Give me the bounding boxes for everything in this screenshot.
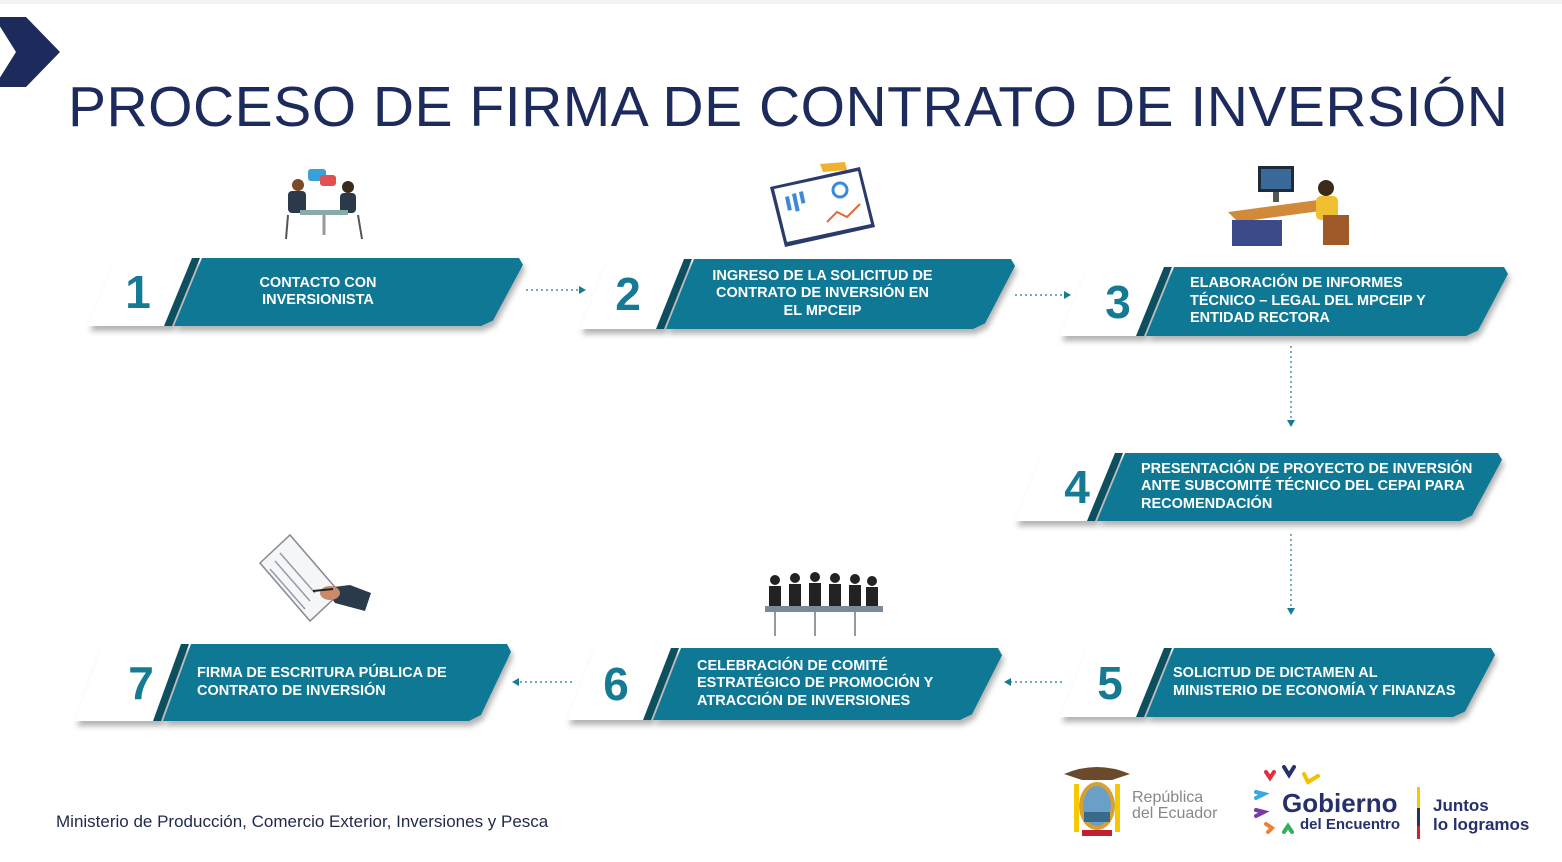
step-text: CELEBRACIÓN DE COMITÉ ESTRATÉGICO DE PRO… — [697, 657, 934, 709]
footer-ministry: Ministerio de Producción, Comercio Exter… — [56, 812, 549, 831]
signing-icon — [258, 533, 371, 623]
step-7: 7 FIRMA DE ESCRITURA PÚBLICA DE CONTRATO… — [75, 644, 511, 721]
step-6: 6 CELEBRACIÓN DE COMITÉ ESTRATÉGICO DE P… — [567, 648, 1002, 720]
top-border — [0, 0, 1562, 4]
step-text: ELABORACIÓN DE INFORMES TÉCNICO – LEGAL … — [1190, 275, 1426, 327]
meeting-icon — [285, 169, 363, 240]
gobierno-rays-icon — [1254, 765, 1320, 834]
step-1: 1 CONTACTO CON INVERSIONISTA — [88, 258, 523, 326]
desk-worker-icon — [1228, 166, 1349, 246]
republica-ecuador-text: República del Ecuador — [1132, 789, 1218, 822]
step-number: 2 — [615, 268, 641, 320]
slogan-text: Juntos lo logramos — [1433, 796, 1530, 834]
committee-icon — [765, 572, 883, 636]
step-text: CONTACTO CON INVERSIONISTA — [259, 274, 377, 309]
page-title: PROCESO DE FIRMA DE CONTRATO DE INVERSIÓ… — [68, 75, 1509, 139]
flag-divider — [1417, 787, 1420, 839]
step-number: 7 — [128, 656, 154, 709]
step-text: FIRMA DE ESCRITURA PÚBLICA DE CONTRATO D… — [197, 665, 447, 699]
notebook-chart-icon — [770, 162, 875, 247]
step-number: 5 — [1097, 656, 1123, 709]
step-2: 2 INGRESO DE LA SOLICITUD DE CONTRATO DE… — [580, 259, 1015, 329]
step-number: 6 — [603, 658, 629, 710]
step-text: PRESENTACIÓN DE PROYECTO DE INVERSIÓN AN… — [1141, 460, 1473, 512]
gobierno-text: Gobierno — [1282, 788, 1398, 818]
step-number: 3 — [1105, 275, 1131, 328]
step-3: 3 ELABORACIÓN DE INFORMES TÉCNICO – LEGA… — [1060, 267, 1508, 336]
del-encuentro-text: del Encuentro — [1300, 816, 1401, 833]
step-number: 1 — [125, 266, 151, 318]
step-5: 5 SOLICITUD DE DICTAMEN AL MINISTERIO DE… — [1060, 648, 1495, 717]
step-4: 4 PRESENTACIÓN DE PROYECTO DE INVERSIÓN … — [1015, 453, 1502, 521]
step-text: SOLICITUD DE DICTAMEN AL MINISTERIO DE E… — [1173, 665, 1456, 699]
step-text: INGRESO DE LA SOLICITUD DE CONTRATO DE I… — [712, 267, 933, 319]
ecuador-coat-of-arms-icon — [1064, 767, 1130, 836]
step-number: 4 — [1064, 461, 1090, 513]
chevron-logo-icon — [0, 17, 60, 87]
